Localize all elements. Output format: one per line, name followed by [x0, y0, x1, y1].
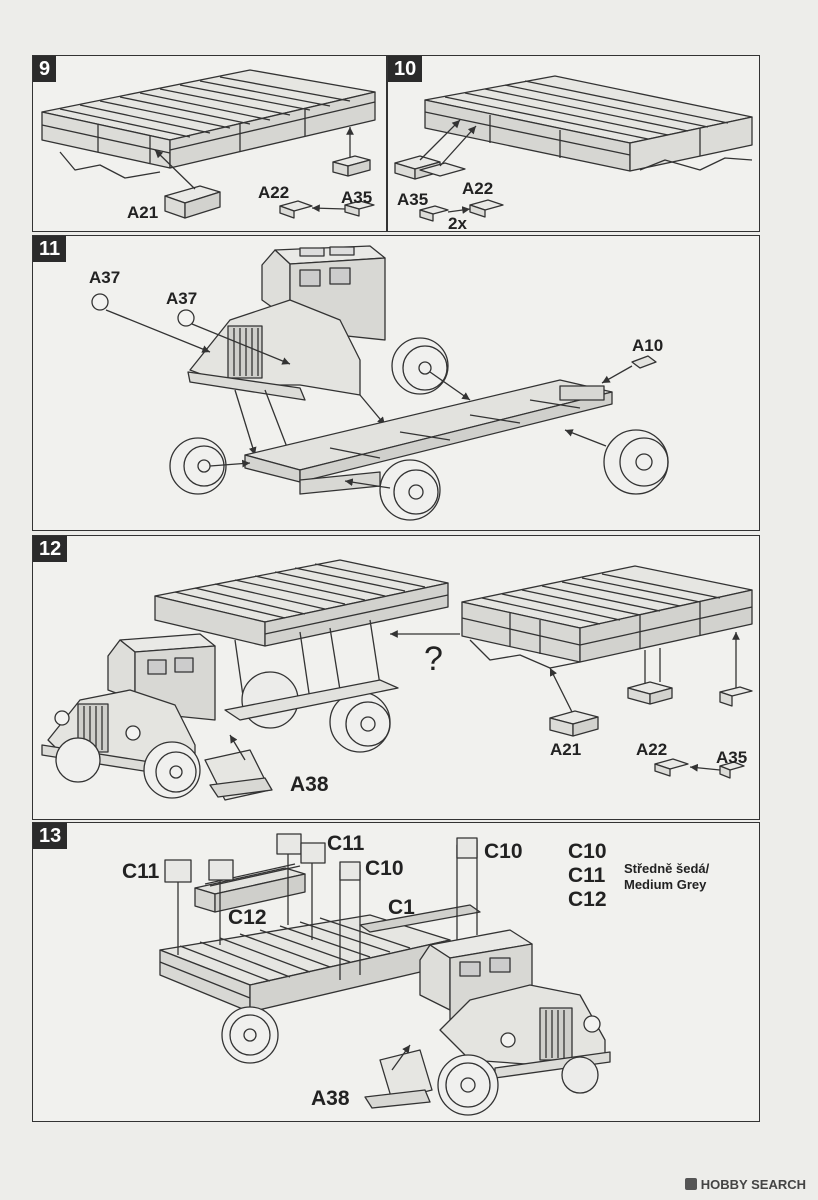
logo-icon	[684, 1178, 697, 1190]
step10-number: 10	[388, 56, 423, 82]
step10-truck-bed-drawing	[394, 75, 753, 222]
step11-number: 11	[33, 236, 67, 262]
label-s10-a22: A22	[462, 179, 494, 198]
legend-c11: C11	[568, 864, 606, 887]
label-s10-2x: 2x	[448, 214, 467, 233]
paint-legend: C10 C11 C12	[568, 840, 607, 912]
color-name-cz: Středně šedá/	[624, 861, 710, 876]
question-mark: ?	[424, 640, 443, 678]
label-s13-a38: A38	[311, 1087, 350, 1110]
label-s11-a10: A10	[632, 336, 664, 355]
label-s13-c12: C12	[228, 906, 267, 929]
step13-number: 13	[33, 823, 68, 849]
step13-final-assembly-drawing	[159, 833, 611, 1116]
label-s10-a35: A35	[397, 190, 429, 209]
color-name-en: Medium Grey	[624, 877, 707, 892]
legend-c12: C12	[568, 888, 607, 911]
step9-number: 9	[33, 56, 57, 82]
label-s13-c10-mid: C10	[365, 857, 404, 880]
step12-bed-fitting-drawing	[41, 559, 753, 801]
label-s11-a37-left: A37	[89, 268, 121, 287]
step9-truck-bed-drawing	[41, 69, 376, 219]
step12-number: 12	[33, 536, 68, 562]
label-s13-c11-left: C11	[122, 860, 160, 883]
label-s12-a35: A35	[716, 748, 748, 767]
label-s9-a35: A35	[341, 188, 373, 207]
label-s12-a22: A22	[636, 740, 668, 759]
label-s12-a38: A38	[290, 773, 329, 796]
label-s13-c1: C1	[388, 896, 415, 919]
label-s9-a21: A21	[127, 203, 159, 222]
label-s13-c10-right: C10	[484, 840, 523, 863]
label-s9-a22: A22	[258, 183, 290, 202]
step11-cab-chassis-drawing	[91, 245, 669, 521]
watermark-text: HOBBY SEARCH	[700, 1177, 806, 1192]
watermark: HOBBY SEARCH	[684, 1177, 806, 1192]
legend-c10: C10	[568, 840, 607, 863]
paint-color-note: Středně šedá/ Medium Grey	[624, 861, 709, 893]
label-s13-c11-top: C11	[327, 832, 365, 855]
label-s12-a21: A21	[550, 740, 582, 759]
label-s11-a37-right: A37	[166, 289, 198, 308]
